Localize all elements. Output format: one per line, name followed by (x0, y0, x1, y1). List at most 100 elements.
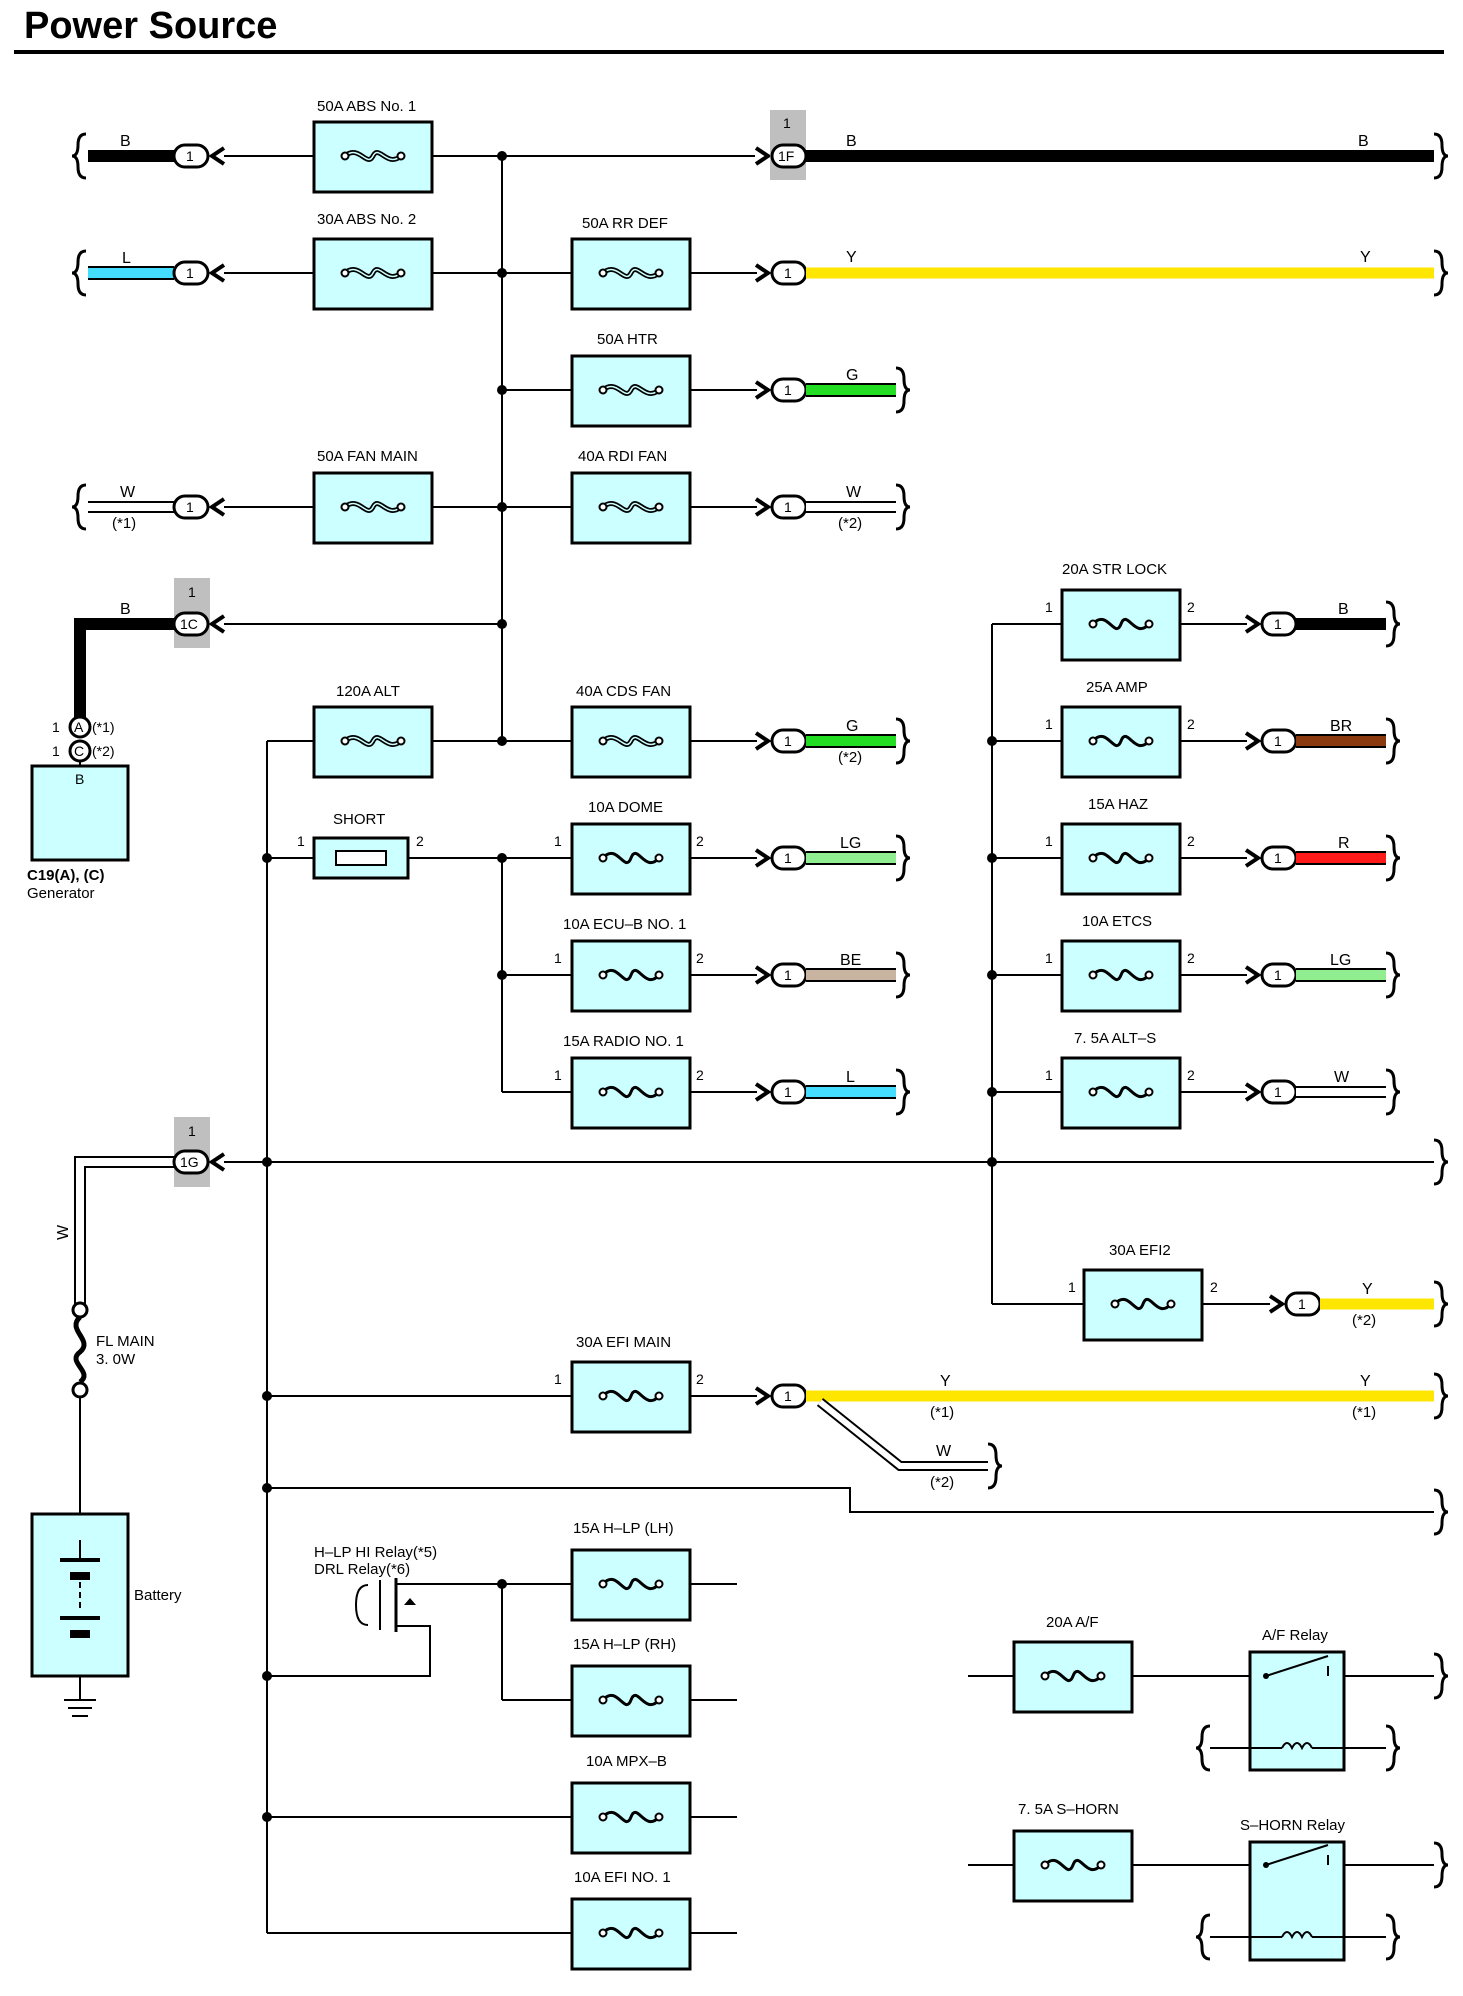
connector-1g (172, 1149, 210, 1175)
svg-text:1: 1 (1045, 950, 1053, 966)
row-radio: 1 15A RADIO NO. 1 2 1 L (502, 1033, 911, 1130)
svg-text:1G: 1G (180, 1154, 199, 1170)
svg-text:1: 1 (1045, 716, 1053, 732)
svg-text:1: 1 (52, 743, 60, 759)
svg-text:7. 5A ALT–S: 7. 5A ALT–S (1074, 1030, 1156, 1047)
svg-text:30A EFI MAIN: 30A EFI MAIN (576, 1334, 671, 1351)
svg-text:1: 1 (784, 1084, 792, 1100)
svg-text:1C: 1C (180, 616, 198, 632)
svg-text:10A EFI NO. 1: 10A EFI NO. 1 (574, 1869, 671, 1886)
svg-text:LG: LG (840, 835, 861, 852)
row-fan: W (*1) 1 50A FAN MAIN 40A RDI FAN 1 W (*… (71, 448, 911, 545)
svg-text:1: 1 (1068, 1279, 1076, 1295)
svg-text:2: 2 (1210, 1279, 1218, 1295)
page-title: Power Source (24, 5, 277, 47)
s-horn-relay (1248, 1840, 1346, 1962)
svg-text:L: L (846, 1069, 855, 1086)
svg-text:Y: Y (1362, 1281, 1373, 1298)
svg-text:(*2): (*2) (930, 1474, 954, 1491)
row-dome: 1 SHORT 2 1 10A DOME 2 1 LG (267, 799, 911, 896)
fl-main-label: FL MAIN (96, 1333, 155, 1350)
fuse-alt-s (1060, 1056, 1182, 1130)
svg-text:15A H–LP (RH): 15A H–LP (RH) (573, 1636, 676, 1653)
svg-text:1: 1 (1274, 616, 1282, 632)
svg-text:1: 1 (554, 1371, 562, 1387)
svg-text:20A STR LOCK: 20A STR LOCK (1062, 561, 1167, 578)
svg-text:(*2): (*2) (838, 749, 862, 766)
svg-text:(*1): (*1) (930, 1404, 954, 1421)
row-1g: W 1 1G (55, 1117, 1449, 1310)
connector-brace (1433, 1488, 1449, 1536)
svg-text:2: 2 (696, 1371, 704, 1387)
fuse-label: 50A ABS No. 1 (317, 98, 416, 115)
svg-text:30A ABS No. 2: 30A ABS No. 2 (317, 211, 416, 228)
svg-text:1: 1 (784, 382, 792, 398)
junction-dots (262, 151, 997, 1822)
row-generator-feed: B 1 1C A C 1 1 (*1) (*2) B C19(A), (C) G… (27, 578, 502, 902)
relay-hlp-drl: H–LP HI Relay(*5) DRL Relay(*6) (267, 1544, 502, 1677)
svg-text:1: 1 (554, 833, 562, 849)
relay-shorn-group: 7. 5A S–HORN S–HORN Relay (968, 1801, 1449, 1962)
svg-text:(*2): (*2) (1352, 1312, 1376, 1329)
svg-text:H–LP HI Relay(*5): H–LP HI Relay(*5) (314, 1544, 437, 1561)
svg-text:Y: Y (1360, 249, 1371, 266)
row-htr: 50A HTR 1 G (502, 331, 911, 428)
svg-text:1: 1 (1274, 733, 1282, 749)
svg-text:LG: LG (1330, 952, 1351, 969)
svg-text:(*2): (*2) (838, 515, 862, 532)
fuse-amp (1060, 705, 1182, 779)
svg-text:1: 1 (1274, 967, 1282, 983)
svg-text:BE: BE (840, 952, 861, 969)
svg-text:2: 2 (696, 950, 704, 966)
connector-1c (172, 611, 210, 637)
svg-text:B: B (846, 133, 857, 150)
row-abs2: L 1 30A ABS No. 2 50A RR DEF 1 Y Y (71, 211, 1449, 311)
svg-text:W: W (55, 1224, 72, 1240)
svg-text:R: R (1338, 835, 1350, 852)
svg-text:A/F Relay: A/F Relay (1262, 1627, 1328, 1644)
svg-text:DRL Relay(*6): DRL Relay(*6) (314, 1561, 410, 1578)
svg-text:7. 5A S–HORN: 7. 5A S–HORN (1018, 1801, 1119, 1818)
svg-text:40A CDS FAN: 40A CDS FAN (576, 683, 671, 700)
fl-main-battery: FL MAIN 3. 0W Battery (30, 1301, 182, 1717)
svg-text:15A H–LP (LH): 15A H–LP (LH) (573, 1520, 674, 1537)
relay-af-group: 20A A/F A/F Relay (968, 1614, 1449, 1772)
svg-text:2: 2 (1187, 1067, 1195, 1083)
svg-text:Y: Y (846, 249, 857, 266)
svg-text:(*2): (*2) (92, 743, 115, 759)
row-ecub: 1 10A ECU–B NO. 1 2 1 BE (502, 916, 911, 1013)
svg-text:1F: 1F (778, 148, 794, 164)
svg-text:2: 2 (1187, 599, 1195, 615)
svg-text:W: W (1334, 1069, 1350, 1086)
svg-text:Battery: Battery (134, 1587, 182, 1604)
row-alt: 120A ALT 40A CDS FAN 1 G (*2) (267, 683, 911, 779)
svg-text:1: 1 (1298, 1296, 1306, 1312)
svg-text:B: B (1338, 601, 1349, 618)
svg-text:10A MPX–B: 10A MPX–B (586, 1753, 667, 1770)
svg-text:2: 2 (696, 1067, 704, 1083)
svg-text:(*1): (*1) (112, 515, 136, 532)
svg-text:120A ALT: 120A ALT (336, 683, 400, 700)
svg-text:1: 1 (186, 265, 194, 281)
svg-text:1: 1 (1045, 1067, 1053, 1083)
svg-text:Generator: Generator (27, 885, 95, 902)
svg-text:1: 1 (784, 733, 792, 749)
svg-text:2: 2 (1187, 833, 1195, 849)
wire-code: B (120, 133, 131, 150)
svg-text:2: 2 (416, 833, 424, 849)
svg-text:20A A/F: 20A A/F (1046, 1614, 1099, 1631)
svg-text:G: G (846, 718, 858, 735)
svg-text:1: 1 (188, 584, 196, 600)
svg-text:1: 1 (297, 833, 305, 849)
svg-text:30A EFI2: 30A EFI2 (1109, 1242, 1171, 1259)
svg-text:15A RADIO NO. 1: 15A RADIO NO. 1 (563, 1033, 684, 1050)
svg-text:Y: Y (940, 1373, 951, 1390)
svg-text:1: 1 (186, 499, 194, 515)
generator (30, 764, 130, 862)
svg-text:1: 1 (1045, 599, 1053, 615)
svg-text:C19(A), (C): C19(A), (C) (27, 867, 105, 884)
svg-text:(*1): (*1) (1352, 1404, 1376, 1421)
svg-text:W: W (846, 484, 862, 501)
svg-text:Y: Y (1360, 1373, 1371, 1390)
